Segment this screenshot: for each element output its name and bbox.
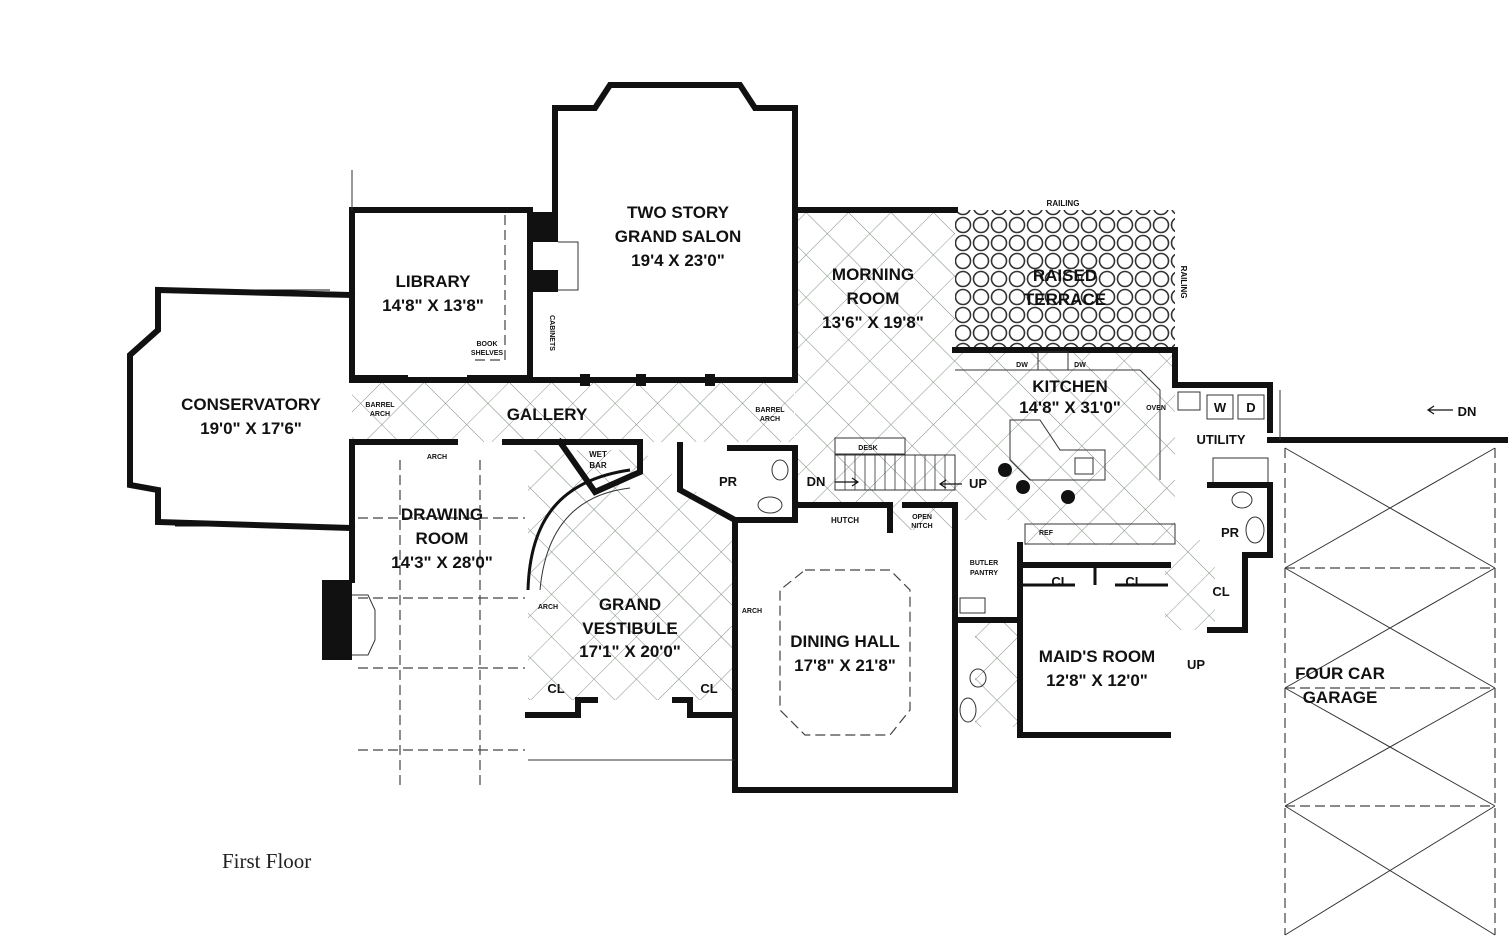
oven-label: OVEN <box>1146 405 1166 412</box>
barrel-arch-right-2: ARCH <box>760 416 780 423</box>
closet-right: CL <box>1212 584 1229 599</box>
closet-maid-1: CL <box>1051 574 1068 589</box>
railing-top-label: RAILING <box>1047 199 1080 208</box>
drawing-room-name-1: DRAWING <box>401 505 483 524</box>
utility-name: UTILITY <box>1196 432 1245 447</box>
morning-room-name-1: MORNING <box>832 265 914 284</box>
dn-right-arrow <box>1426 405 1453 415</box>
cabinets-label: CABINETS <box>548 315 555 351</box>
center-stairs <box>834 437 956 491</box>
gallery-name: GALLERY <box>507 405 588 424</box>
wet-bar-label-1: WET <box>589 450 607 459</box>
barrel-arch-right-1: BARREL <box>755 407 785 414</box>
closet-vestibule-left: CL <box>547 681 564 696</box>
grand-salon-name-2: GRAND SALON <box>615 227 742 246</box>
garage-name-2: GARAGE <box>1303 688 1378 707</box>
arch-vestibule-left: ARCH <box>538 604 558 611</box>
dw-label-1: DW <box>1016 362 1028 369</box>
open-nitch-label-2: NITCH <box>911 523 932 530</box>
grand-salon-name-1: TWO STORY <box>627 203 730 222</box>
powder-room-center <box>727 445 798 523</box>
kitchen-name: KITCHEN <box>1032 377 1108 396</box>
open-nitch-label-1: OPEN <box>912 514 932 521</box>
ref-label: REF <box>1039 530 1054 537</box>
vestibule-size: 17'1" X 20'0" <box>579 642 681 661</box>
washer-label: W <box>1214 400 1227 415</box>
dn-center-arrow <box>835 477 860 487</box>
raised-terrace-name-2: TERRACE <box>1024 290 1106 309</box>
wet-bar-label-2: BAR <box>589 461 607 470</box>
barrel-arch-left-1: BARREL <box>365 402 395 409</box>
book-shelves-label-1: BOOK <box>477 341 498 348</box>
butler-pantry-label-1: BUTLER <box>970 560 998 567</box>
garage-name-1: FOUR CAR <box>1295 664 1385 683</box>
gallery-floor <box>352 210 1215 727</box>
hutch-label: HUTCH <box>831 516 859 525</box>
library-name: LIBRARY <box>396 272 472 291</box>
dn-center-label: DN <box>807 474 826 489</box>
dining-hall-size: 17'8" X 21'8" <box>794 656 896 675</box>
kitchen-size: 14'8" X 31'0" <box>1019 398 1121 417</box>
library-size: 14'8" X 13'8" <box>382 296 484 315</box>
kitchen-walls <box>952 347 1178 545</box>
conservatory-walls <box>127 286 356 532</box>
grand-salon-size: 19'4 X 23'0" <box>631 251 725 270</box>
morning-room-size: 13'6" X 19'8" <box>822 313 924 332</box>
up-center-label: UP <box>969 476 987 491</box>
maids-room-name: MAID'S ROOM <box>1039 647 1155 666</box>
vestibule-name-1: GRAND <box>599 595 661 614</box>
desk-label: DESK <box>858 445 877 452</box>
utility-garage-walls <box>1172 382 1508 936</box>
pr-center-label: PR <box>719 474 738 489</box>
conservatory-name: CONSERVATORY <box>181 395 321 414</box>
railing-side-label: RAILING <box>1179 266 1188 299</box>
drawing-room-size: 14'3" X 28'0" <box>391 553 493 572</box>
morning-room-name-2: ROOM <box>847 289 900 308</box>
conservatory-size: 19'0" X 17'6" <box>200 419 302 438</box>
closet-maid-2: CL <box>1125 574 1142 589</box>
drawing-room-walls <box>322 439 525 785</box>
terrace-tiles <box>955 210 1175 350</box>
dw-label-2: DW <box>1074 362 1086 369</box>
barrel-arch-left-2: ARCH <box>370 411 390 418</box>
dn-right-label: DN <box>1458 404 1477 419</box>
grand-salon-walls <box>530 82 958 383</box>
floor-caption: First Floor <box>222 849 311 873</box>
book-shelves-label-2: SHELVES <box>471 350 503 357</box>
raised-terrace-name-1: RAISED <box>1033 266 1097 285</box>
vestibule-name-2: VESTIBULE <box>582 619 677 638</box>
drawing-room-name-2: ROOM <box>416 529 469 548</box>
maids-room-size: 12'8" X 12'0" <box>1046 671 1148 690</box>
arch-drawing-label: ARCH <box>427 454 447 461</box>
dining-hall-name: DINING HALL <box>790 632 900 651</box>
dining-hall-walls <box>779 502 958 793</box>
butler-pantry-label-2: PANTRY <box>970 570 998 577</box>
up-right-label: UP <box>1187 657 1205 672</box>
arch-vestibule-right: ARCH <box>742 608 762 615</box>
dryer-label: D <box>1246 400 1255 415</box>
up-center-arrow <box>938 479 962 489</box>
closet-vestibule-right: CL <box>700 681 717 696</box>
maids-room-walls <box>952 542 1171 738</box>
pr-right-label: PR <box>1221 525 1240 540</box>
